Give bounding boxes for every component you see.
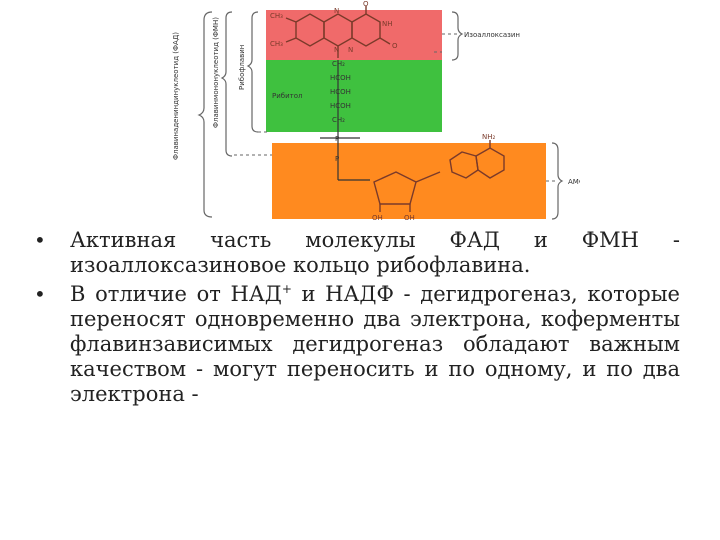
bullet-item-1: • Активная часть молекулы ФАД и ФМН - из… — [20, 228, 680, 278]
atom-hcoh-1: HCOH — [330, 74, 351, 82]
atom-o-top: O — [363, 0, 369, 8]
atom-ch3-bottom: CH₃ — [270, 40, 283, 48]
atom-nh2: NH₂ — [482, 133, 496, 141]
isoalloxazine-label: Изоаллоксазин — [464, 31, 520, 39]
bullet-text-2-sup: + — [281, 282, 292, 296]
bullet-text-2-post: и НАДФ - дегидрогеназ, которые переносят… — [70, 282, 680, 406]
amp-band — [272, 143, 546, 219]
atom-n2: N — [334, 46, 339, 54]
atom-p1: P — [335, 135, 339, 143]
atom-hcoh-2: HCOH — [330, 88, 351, 96]
bullet-list: • Активная часть молекулы ФАД и ФМН - из… — [20, 228, 680, 411]
bullet-dot: • — [34, 228, 46, 252]
atom-n1: N — [334, 7, 339, 15]
fmn-label: Флавинмононуклеотид (ФМН) — [212, 17, 220, 128]
bullet-text-2-pre: В отличие от НАД — [70, 282, 282, 306]
atom-oh-2: OH — [404, 214, 415, 222]
bullet-text-1: Активная часть молекулы ФАД и ФМН - изоа… — [70, 228, 680, 277]
bullet-dot: • — [34, 282, 46, 306]
atom-nh: NH — [382, 20, 393, 28]
riboflavin-label: Рибофлавин — [238, 45, 246, 90]
fad-structure-figure: Флавинадениндинуклеотид (ФАД) Флавинмоно… — [160, 0, 580, 222]
amp-label: АМФ — [568, 178, 580, 186]
atom-hcoh-3: HCOH — [330, 102, 351, 110]
ribitol-label: Рибитол — [272, 92, 302, 100]
fad-label: Флавинадениндинуклеотид (ФАД) — [172, 32, 180, 160]
atom-ch2-b: CH₂ — [332, 116, 345, 124]
atom-ch2-a: CH₂ — [332, 60, 345, 68]
atom-n3: N — [348, 46, 353, 54]
ribitol-band — [266, 60, 442, 132]
atom-o-right: O — [392, 42, 398, 50]
atom-p2: P — [335, 155, 339, 163]
atom-oh-1: OH — [372, 214, 383, 222]
atom-ch3-top: CH₃ — [270, 12, 283, 20]
isoalloxazine-band — [266, 10, 442, 60]
bullet-item-2: • В отличие от НАД+ и НАДФ - дегидрогена… — [20, 282, 680, 407]
